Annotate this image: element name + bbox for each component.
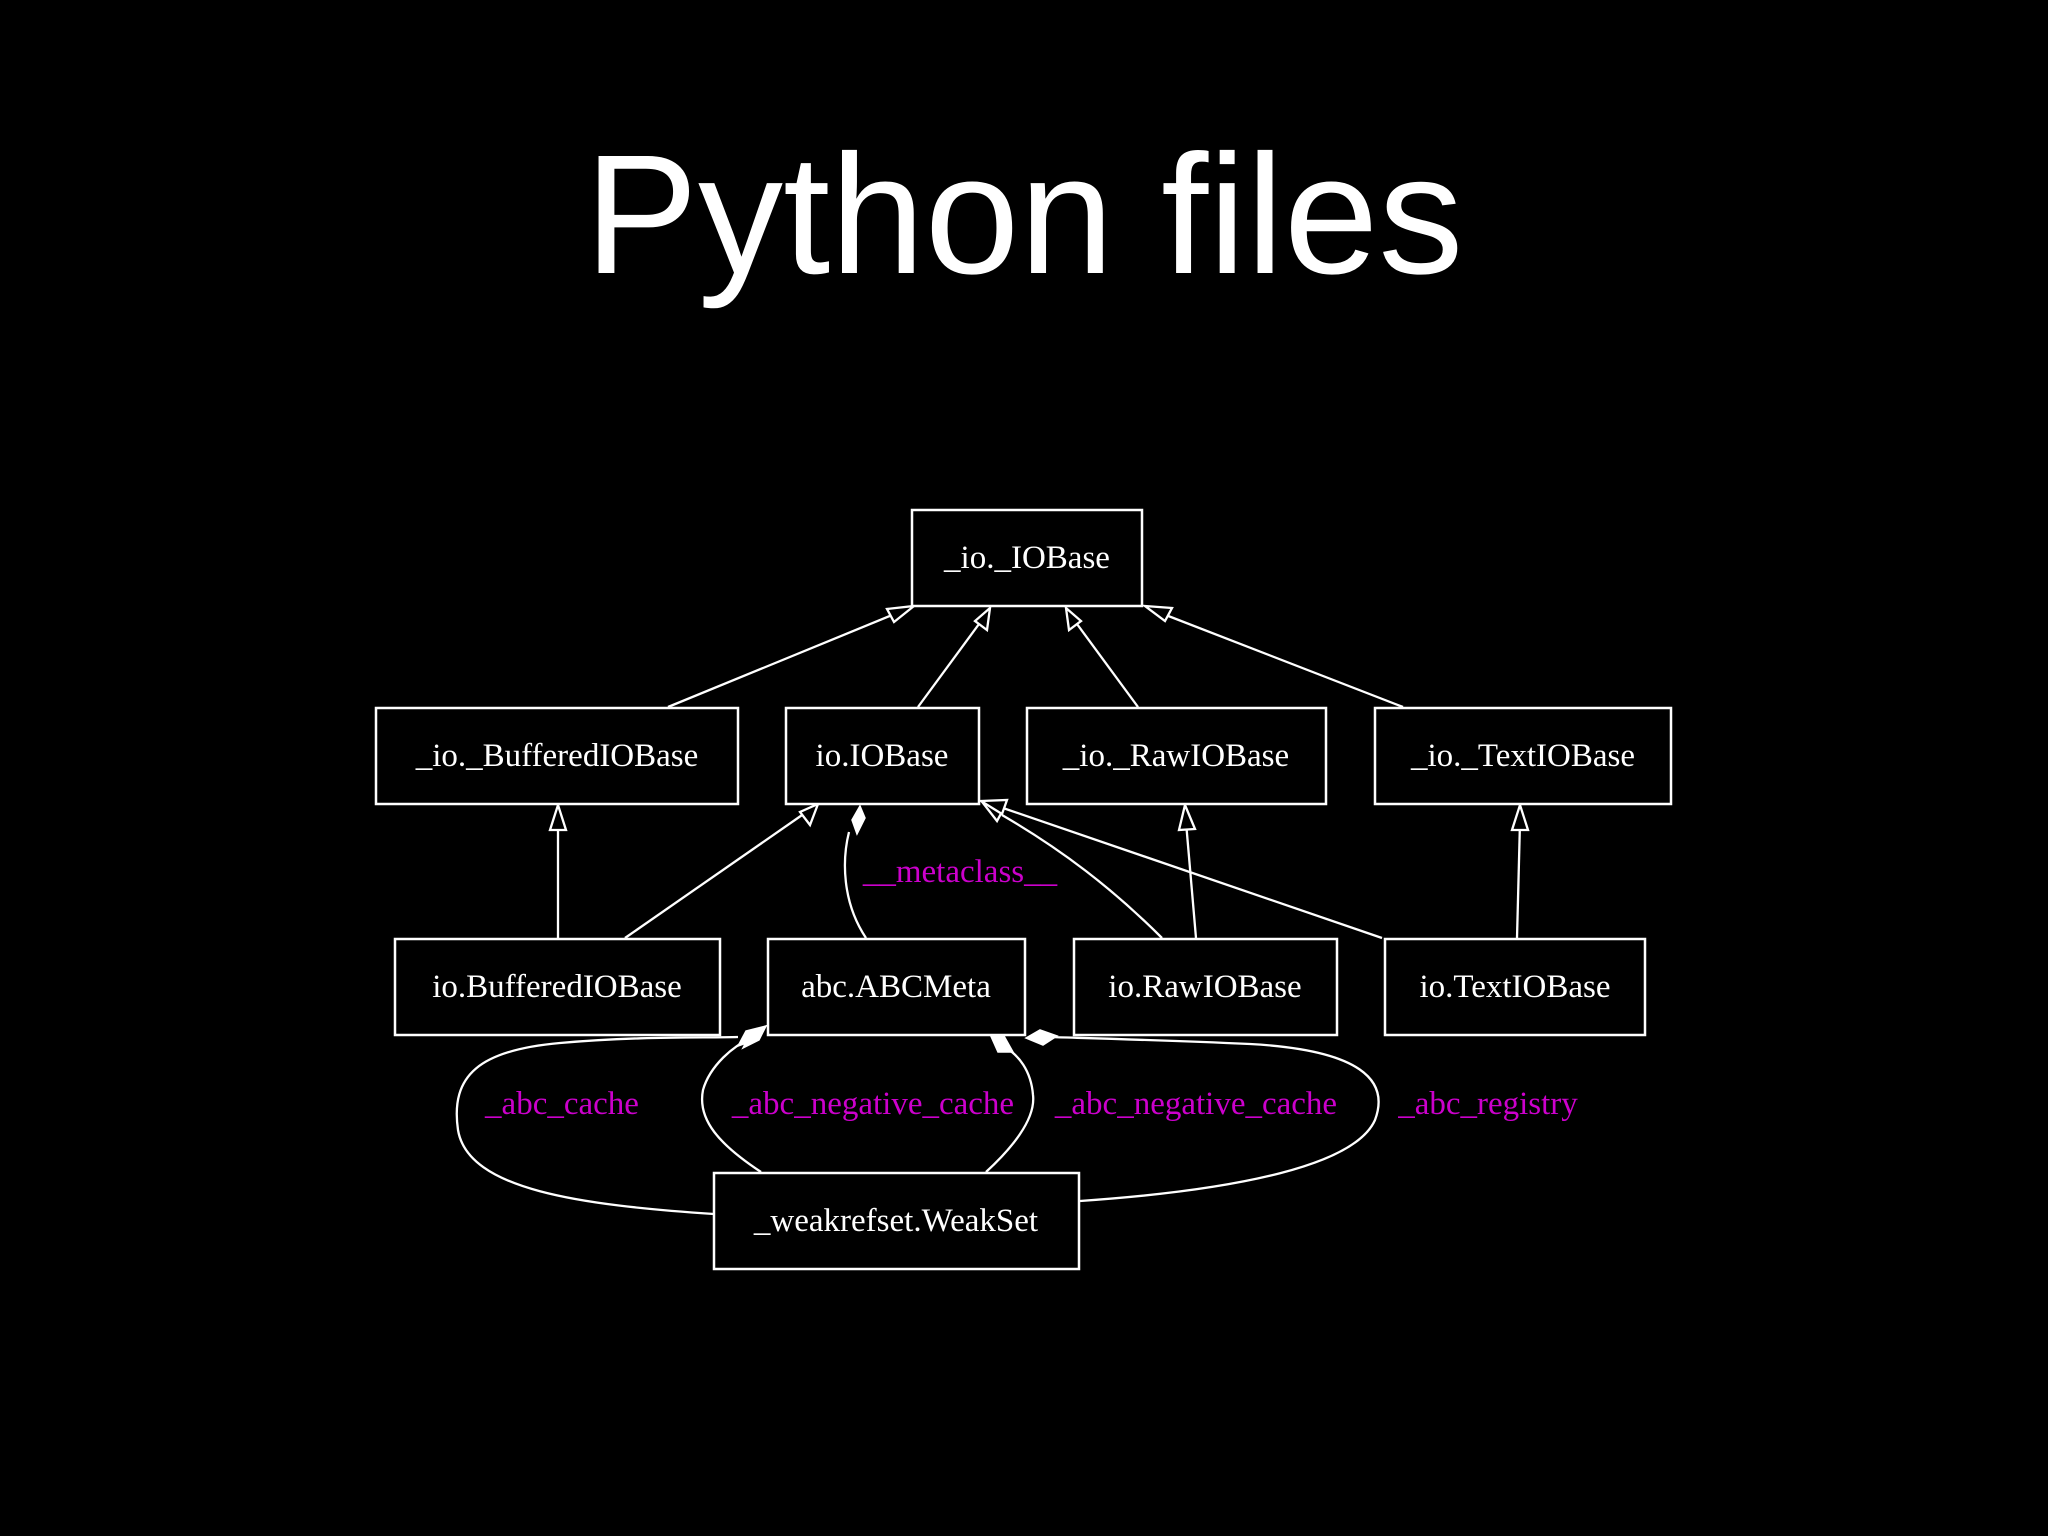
- arrowhead-to-rawiobase-private: [1177, 801, 1197, 832]
- node-io-iobase-private: _io._IOBase: [910, 508, 1144, 608]
- node-label: _io._BufferedIOBase: [415, 738, 699, 774]
- edge-textiobase-to-textiobase-private: [1515, 821, 1522, 939]
- edge-weakset-abc-registry: [1049, 1035, 1380, 1203]
- diamond-registry-at-abcmeta: [1024, 1029, 1059, 1046]
- edges: [455, 609, 1522, 1216]
- edge-abcmeta-to-iobase-metaclass: [843, 831, 867, 939]
- edge-bufferediobase-private-to-iobase-private: [667, 609, 903, 709]
- arrowhead-to-iobase-private-from-buffered: [885, 604, 918, 624]
- edge-textiobase-private-to-iobase-private: [1157, 610, 1404, 709]
- arrowhead-to-bufferediobase-private: [548, 801, 568, 832]
- node-label: _io._TextIOBase: [1410, 738, 1635, 774]
- node-io-iobase: io.IOBase: [784, 706, 981, 806]
- diamond-metaclass-at-iobase: [851, 804, 866, 836]
- edge-weakset-abc-negative-cache-1: [700, 1038, 762, 1173]
- edge-label-metaclass: __metaclass__: [862, 854, 1058, 890]
- node-io-rawiobase-private: _io._RawIOBase: [1025, 706, 1328, 806]
- node-label: _weakrefset.WeakSet: [753, 1203, 1038, 1239]
- edge-weakset-abc-negative-cache-2: [985, 1047, 1035, 1173]
- edge-label-abc-registry: _abc_registry: [1397, 1086, 1578, 1122]
- slide-title: Python files: [584, 120, 1464, 310]
- node-io-textiobase: io.TextIOBase: [1383, 937, 1647, 1037]
- nodes: _io._IOBase _io._BufferedIOBase io.IOBas…: [374, 508, 1673, 1271]
- node-label: io.TextIOBase: [1419, 969, 1610, 1005]
- edge-rawiobase-to-rawiobase-private: [1184, 821, 1198, 939]
- node-label: _io._RawIOBase: [1062, 738, 1289, 774]
- edge-label-abc-negative-cache-1: _abc_negative_cache: [731, 1086, 1014, 1122]
- edge-bufferediobase-to-iobase: [624, 812, 806, 939]
- diamond-negative-cache-2-at-abcmeta: [988, 1033, 1015, 1053]
- node-label: _io._IOBase: [943, 540, 1110, 576]
- node-io-bufferediobase: io.BufferedIOBase: [393, 937, 722, 1037]
- arrowhead-to-textiobase-private: [1510, 801, 1530, 832]
- node-label: abc.ABCMeta: [801, 969, 991, 1005]
- arrowhead-to-iobase-private-from-raw: [1064, 605, 1083, 633]
- node-label: io.RawIOBase: [1108, 969, 1301, 1005]
- edge-label-abc-negative-cache-2: _abc_negative_cache: [1054, 1086, 1337, 1122]
- inheritance-arrowheads: [548, 604, 1530, 832]
- arrowhead-to-iobase-from-text: [977, 798, 1009, 816]
- arrowhead-to-iobase-from-buffered: [798, 801, 821, 828]
- arrowhead-to-iobase-private-from-text: [1141, 604, 1174, 623]
- edge-rawiobase-private-to-iobase-private: [1076, 623, 1139, 708]
- composition-diamonds: [736, 804, 1059, 1053]
- arrowhead-to-iobase-private-from-iobase: [973, 605, 992, 633]
- node-abc-abcmeta: abc.ABCMeta: [766, 937, 1027, 1037]
- node-io-textiobase-private: _io._TextIOBase: [1373, 706, 1673, 806]
- node-weakrefset-weakset: _weakrefset.WeakSet: [712, 1171, 1081, 1271]
- diamond-negative-cache-1-at-abcmeta: [741, 1024, 768, 1050]
- edge-labels: __metaclass__ _abc_cache _abc_negative_c…: [484, 854, 1578, 1122]
- node-label: io.IOBase: [816, 738, 949, 774]
- node-io-rawiobase: io.RawIOBase: [1072, 937, 1339, 1037]
- edge-textiobase-to-iobase: [1002, 806, 1383, 940]
- node-label: io.BufferedIOBase: [432, 969, 682, 1005]
- edge-weakset-abc-cache: [455, 1035, 739, 1216]
- edge-rawiobase-to-iobase: [1001, 814, 1163, 939]
- edge-iobase-to-iobase-private: [917, 623, 980, 708]
- edge-label-abc-cache: _abc_cache: [484, 1086, 639, 1122]
- node-io-bufferediobase-private: _io._BufferedIOBase: [374, 706, 740, 806]
